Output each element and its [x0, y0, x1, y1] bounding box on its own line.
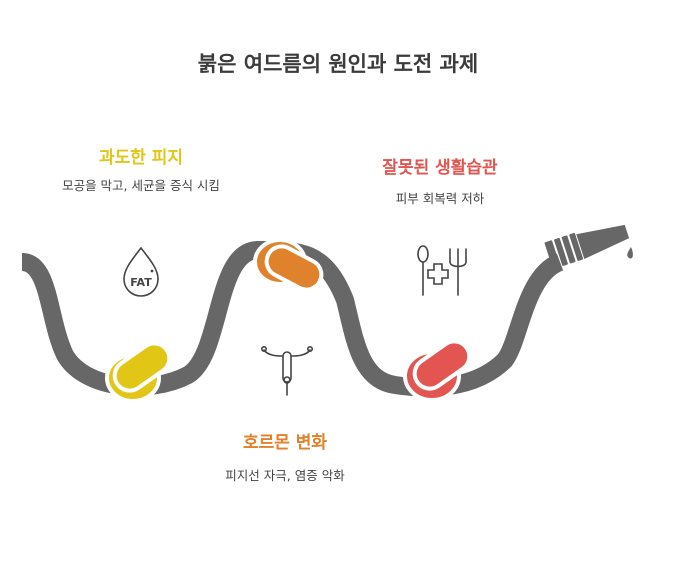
fat-drop-icon: FAT — [123, 246, 159, 297]
svg-text:FAT: FAT — [130, 276, 152, 289]
desc-hormone: 피지선 자극, 염증 악화 — [225, 468, 345, 483]
utensils-medical-icon — [417, 245, 467, 296]
desc-excess-sebum: 모공을 막고, 세균을 증식 시킴 — [62, 178, 220, 193]
water-drop-icon — [627, 247, 633, 259]
hormone-icon — [260, 345, 313, 396]
nozzle-icon — [544, 224, 630, 269]
knot-yellow — [105, 341, 172, 403]
heading-lifestyle: 잘못된 생활습관 — [382, 158, 498, 178]
page-title: 붉은 여드름의 원인과 도전 과제 — [197, 52, 479, 76]
heading-excess-sebum: 과도한 피지 — [98, 148, 184, 168]
desc-lifestyle: 피부 회복력 저하 — [395, 191, 485, 206]
knot-orange — [253, 238, 324, 292]
heading-hormone: 호르몬 변화 — [242, 433, 328, 453]
knot-red — [403, 339, 472, 402]
